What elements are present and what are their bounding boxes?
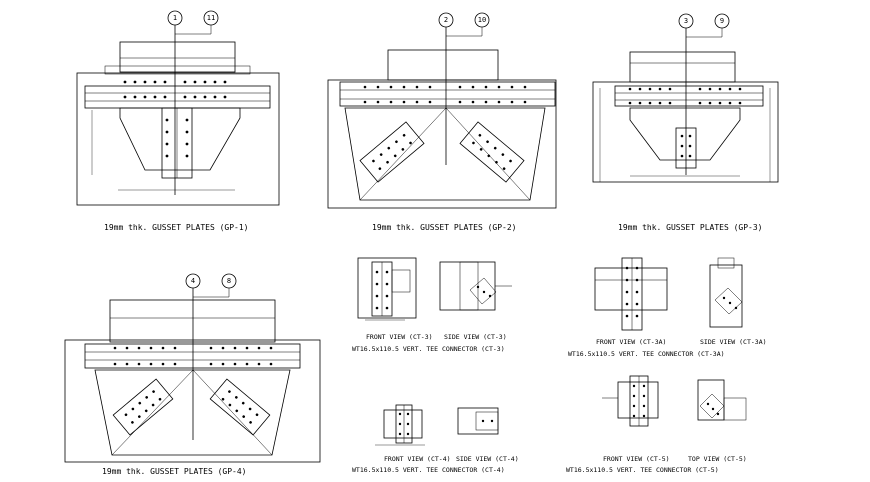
ct4-title: WT16.5x110.5 VERT. TEE CONNECTOR (CT-4): [352, 466, 505, 474]
ct4-side-view-label: SIDE VIEW (CT-4): [456, 455, 519, 463]
gusset-plate-gp4: 4 8 19mm thk. GUSSET PLATES (GP-4): [64, 273, 321, 476]
gp2-caption: 19mm thk. GUSSET PLATES (GP-2): [372, 223, 517, 232]
tee-connector-ct4: FRONT VIEW (CT-4) SIDE VIEW (CT-4) WT16.…: [352, 404, 519, 474]
ct3a-title: WT16.5x110.5 VERT. TEE CONNECTOR (CT-3A): [568, 350, 725, 358]
gp1-grid-bubble-11: 11: [207, 14, 215, 22]
gp4-grid-bubble-8: 8: [227, 277, 231, 285]
gp3-grid-bubble-9: 9: [720, 17, 724, 25]
gp3-bolt-group: [628, 87, 742, 158]
gp2-grid-bubble-10: 10: [478, 16, 486, 24]
gp2-bolt-group: [363, 85, 527, 104]
tee-connector-ct3: FRONT VIEW (CT-3) SIDE VIEW (CT-3) WT16.…: [352, 257, 512, 353]
ct3-title: WT16.5x110.5 VERT. TEE CONNECTOR (CT-3): [352, 345, 505, 353]
ct4-front-view-label: FRONT VIEW (CT-4): [384, 455, 451, 463]
gp1-caption: 19mm thk. GUSSET PLATES (GP-1): [104, 223, 249, 232]
gusset-plate-gp1: 1 11 19mm thk. GUSSET PLATES (GP-1): [76, 10, 280, 232]
ct5-top-view-label: TOP VIEW (CT-5): [688, 455, 747, 463]
ct5-title: WT16.5x110.5 VERT. TEE CONNECTOR (CT-5): [566, 466, 719, 474]
ct3a-front-view-label: FRONT VIEW (CT-3A): [596, 338, 666, 346]
gp1-bolt-group: [123, 80, 227, 158]
ct3-front-view-label: FRONT VIEW (CT-3): [366, 333, 433, 341]
gp4-grid-bubble-4: 4: [191, 277, 195, 285]
gusset-plate-gp3: 3 9 19mm thk. GUSSET PLATES (GP-3): [592, 13, 779, 232]
gusset-plate-gp2: 2 10 19mm thk. GUSSET PLATES (GP-2): [327, 12, 557, 232]
tee-connector-ct3a: FRONT VIEW (CT-3A) SIDE VIEW (CT-3A) WT1…: [568, 257, 767, 358]
gp3-grid-bubble-3: 3: [684, 17, 688, 25]
ct3a-side-view-label: SIDE VIEW (CT-3A): [700, 338, 767, 346]
tee-connector-ct5: FRONT VIEW (CT-5) TOP VIEW (CT-5) WT16.5…: [566, 375, 747, 474]
gp4-bolt-group: [113, 346, 273, 366]
ct5-front-view-label: FRONT VIEW (CT-5): [603, 455, 670, 463]
ct3-side-view-label: SIDE VIEW (CT-3): [444, 333, 507, 341]
gp1-grid-bubble-1: 1: [173, 14, 177, 22]
gp2-grid-bubble-2: 2: [444, 16, 448, 24]
gp4-caption: 19mm thk. GUSSET PLATES (GP-4): [102, 467, 247, 476]
gp3-caption: 19mm thk. GUSSET PLATES (GP-3): [618, 223, 763, 232]
